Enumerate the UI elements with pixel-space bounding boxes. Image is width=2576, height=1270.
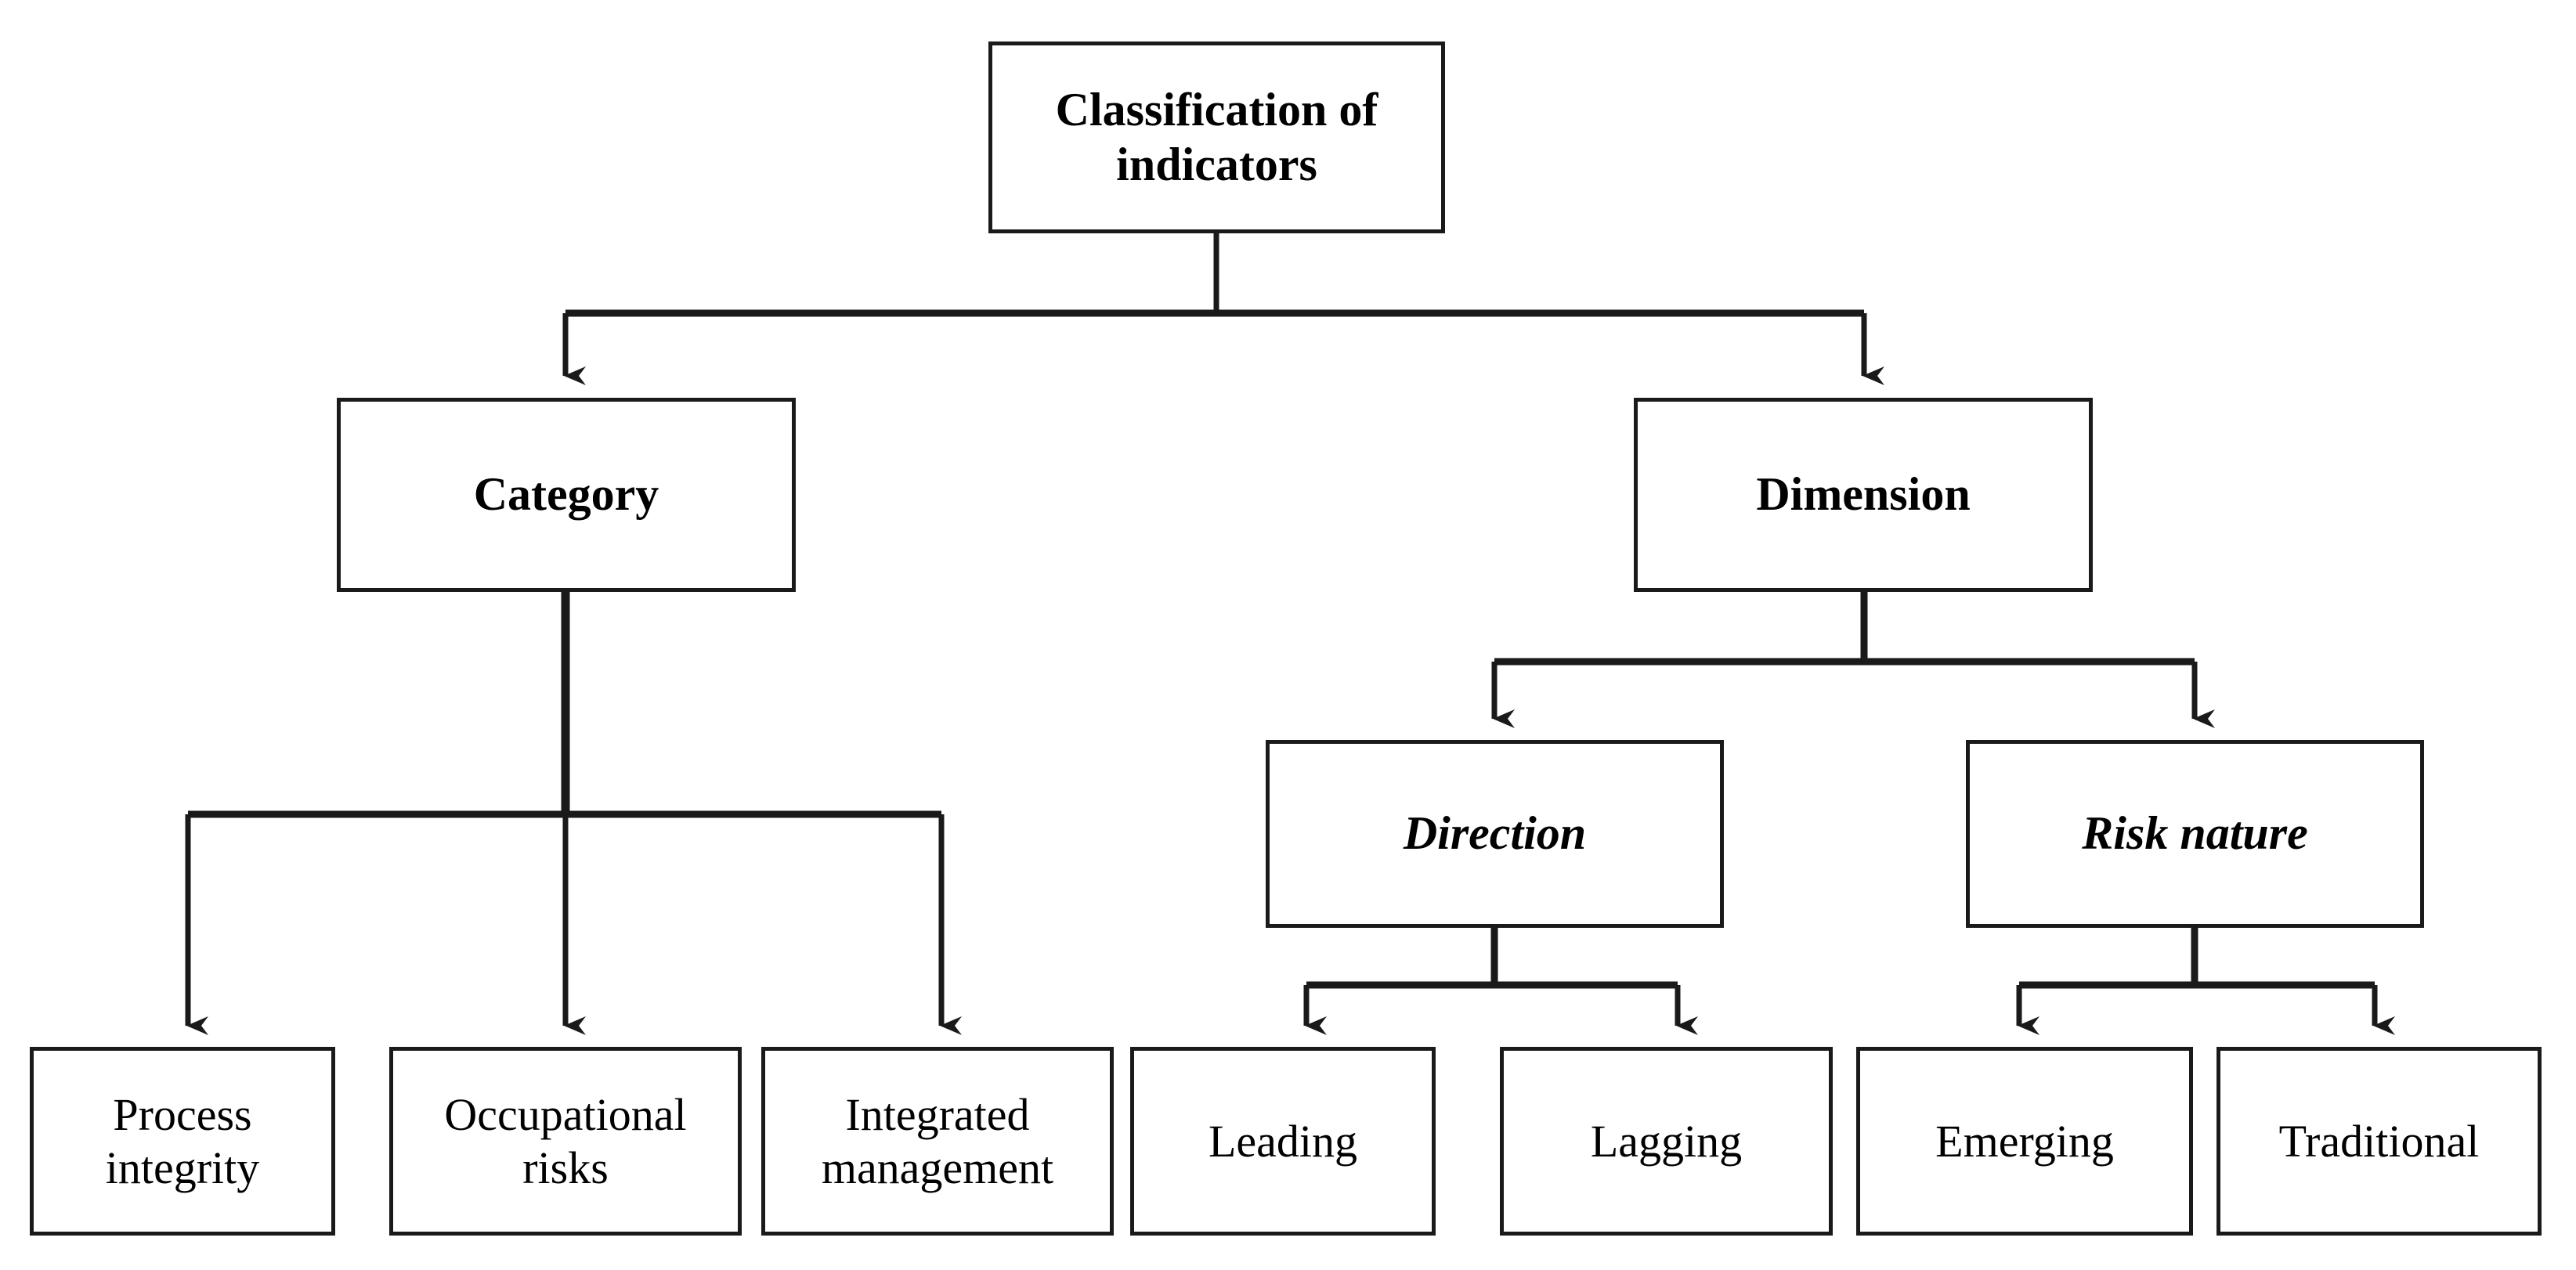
node-integrated-management[interactable]: Integrated management	[761, 1047, 1114, 1236]
node-root[interactable]: Classification of indicators	[988, 41, 1445, 233]
node-emerging[interactable]: Emerging	[1856, 1047, 2193, 1236]
node-emerging-label: Emerging	[1935, 1115, 2114, 1167]
node-integrated-management-label: Integrated management	[821, 1089, 1054, 1193]
node-lagging[interactable]: Lagging	[1500, 1047, 1833, 1236]
node-occupational-risks[interactable]: Occupational risks	[389, 1047, 742, 1236]
node-occupational-risks-label: Occupational risks	[444, 1089, 687, 1193]
node-direction[interactable]: Direction	[1266, 740, 1724, 928]
node-root-label: Classification of indicators	[1055, 83, 1378, 190]
node-dimension-label: Dimension	[1756, 468, 1971, 521]
node-traditional-label: Traditional	[2278, 1115, 2480, 1167]
node-direction-label: Direction	[1403, 807, 1587, 860]
node-risk-nature-label: Risk nature	[2082, 807, 2308, 860]
node-process-integrity-label: Process integrity	[105, 1089, 260, 1193]
node-risk-nature[interactable]: Risk nature	[1966, 740, 2424, 928]
node-traditional[interactable]: Traditional	[2217, 1047, 2542, 1236]
node-leading-label: Leading	[1208, 1115, 1358, 1167]
node-leading[interactable]: Leading	[1130, 1047, 1436, 1236]
node-lagging-label: Lagging	[1590, 1115, 1743, 1167]
node-category[interactable]: Category	[337, 398, 796, 592]
node-dimension[interactable]: Dimension	[1634, 398, 2093, 592]
node-process-integrity[interactable]: Process integrity	[30, 1047, 335, 1236]
node-category-label: Category	[473, 468, 659, 521]
